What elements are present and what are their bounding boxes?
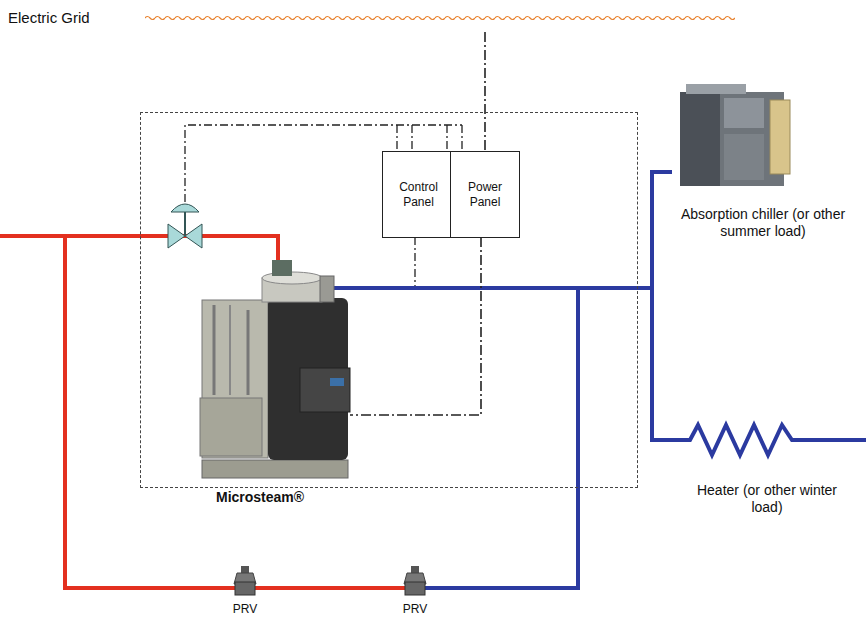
node-label: PRV xyxy=(403,602,427,616)
prv-node: PRV xyxy=(227,566,263,616)
pipe-connector xyxy=(638,172,672,288)
node-label: Heater (or other winter load) xyxy=(681,482,853,516)
turbine-generator xyxy=(200,260,350,478)
grid-wave xyxy=(145,14,735,22)
control-valve xyxy=(168,204,202,248)
exhaust-pipe xyxy=(330,288,866,588)
node-label: Control Panel xyxy=(383,180,454,209)
power-wire xyxy=(350,237,481,415)
node-label: Absorption chiller (or other summer load… xyxy=(677,206,849,240)
prv-symbol xyxy=(234,566,256,595)
prv-node: PRV xyxy=(397,566,433,616)
chiller-node: Absorption chiller (or other summer load… xyxy=(672,82,854,240)
chiller-image xyxy=(680,84,790,186)
node-label: Power Panel xyxy=(451,180,519,209)
node-label: Microsteam® xyxy=(216,489,304,506)
grid-node: Electric Grid xyxy=(8,4,738,32)
control-panel-box: Control Panel xyxy=(382,151,455,238)
control-wire xyxy=(185,125,462,286)
node-label: Electric Grid xyxy=(8,9,90,27)
microsteam-enclosure: Microsteam®Control PanelPower Panel xyxy=(140,112,638,488)
power-panel-box: Power Panel xyxy=(450,151,520,238)
heater-node: Heater (or other winter load) xyxy=(672,420,862,516)
pipe-connector xyxy=(263,586,397,590)
prv-symbol xyxy=(404,566,426,595)
power-line xyxy=(484,32,486,151)
pipe-connector xyxy=(638,288,672,440)
node-label: PRV xyxy=(233,602,257,616)
